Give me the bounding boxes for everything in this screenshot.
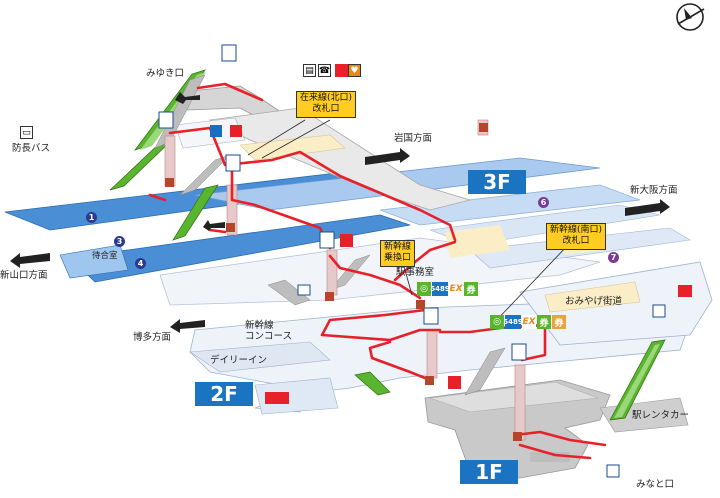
label-shinkansen-concourse-line2: コンコース — [245, 331, 293, 342]
phone-icon: ☎ — [318, 64, 331, 77]
ic-card-icon: ◎ — [417, 282, 431, 296]
platform-number-1: 1 — [86, 212, 97, 223]
ic-card-icon-south: ◎ — [490, 315, 504, 329]
ex-icon: EX — [449, 282, 463, 296]
platform-number-7: 7 — [608, 252, 619, 263]
label-minato-exit: みなと口 — [636, 479, 675, 490]
coin-locker-icon: ▤ — [303, 64, 316, 77]
gate-zairai-north-line1: 在来線(北口) — [300, 93, 353, 103]
label-daily-in: デイリーイン — [210, 355, 268, 366]
gate-shinkansen-transfer-line1: 新幹線 — [384, 242, 412, 252]
gate-shinkansen-transfer-line2: 乗換口 — [384, 253, 412, 264]
compass-icon — [676, 3, 705, 31]
floor-badge-3f: 3F — [468, 170, 526, 194]
label-shinkansen-concourse-line1: 新幹線 — [245, 320, 274, 331]
direction-arrows — [10, 92, 670, 333]
aed-icons — [335, 64, 461, 389]
ticket-machine-icon-south-2: 券 — [552, 315, 566, 329]
gate-shinkansen-south-line1: 新幹線(南口) — [550, 225, 603, 235]
platform-number-4: 4 — [135, 258, 146, 269]
crate-icons — [165, 123, 522, 441]
ticket-machine-icon: 券 — [464, 282, 478, 296]
label-omiyage-kaido: おみやげ街道 — [565, 296, 623, 307]
label-bocho-bus: 防長バス — [12, 143, 51, 154]
gate-shinkansen-transfer: 新幹線 乗換口 — [380, 240, 416, 267]
floor-badge-2f: 2F — [195, 382, 253, 406]
label-iwakuni-direction: 岩国方面 — [394, 133, 433, 144]
label-shin-osaka-direction: 新大阪方面 — [630, 185, 678, 196]
ex-icon-south: EX — [522, 315, 536, 329]
label-rent-a-car: 駅レンタカー — [632, 410, 690, 421]
price-5489-icon-south: 5489 — [503, 315, 523, 329]
gate-zairai-north: 在来線(北口) 改札口 — [296, 91, 357, 118]
facility-icons — [158, 44, 666, 478]
label-waiting-room: 待合室 — [92, 251, 118, 261]
callout-lines — [247, 119, 569, 326]
north-concourse — [174, 85, 472, 211]
floor-badge-1f: 1F — [460, 460, 518, 484]
stairs — [154, 74, 506, 396]
nursing-room-icon: ♥ — [348, 64, 361, 77]
label-shin-yamaguchi-direction: 新山口方面 — [0, 270, 48, 281]
label-miyuki-exit: みゆき口 — [146, 68, 185, 79]
gate-shinkansen-south-line2: 改札口 — [562, 236, 590, 247]
platform-number-6: 6 — [538, 197, 549, 208]
label-station-office: 駅事務室 — [396, 267, 435, 278]
platform-number-3: 3 — [114, 236, 125, 247]
ticket-machine-icon-south-1: 券 — [537, 315, 551, 329]
label-hakata-direction: 博多方面 — [133, 332, 172, 343]
bus-icon: ▭ — [20, 126, 33, 139]
restroom-icons — [230, 125, 692, 404]
wheelchair-icons — [210, 125, 222, 137]
price-5489-icon: 5489 — [430, 282, 450, 296]
gate-zairai-north-line2: 改札口 — [312, 104, 340, 115]
gate-shinkansen-south: 新幹線(南口) 改札口 — [546, 223, 607, 250]
